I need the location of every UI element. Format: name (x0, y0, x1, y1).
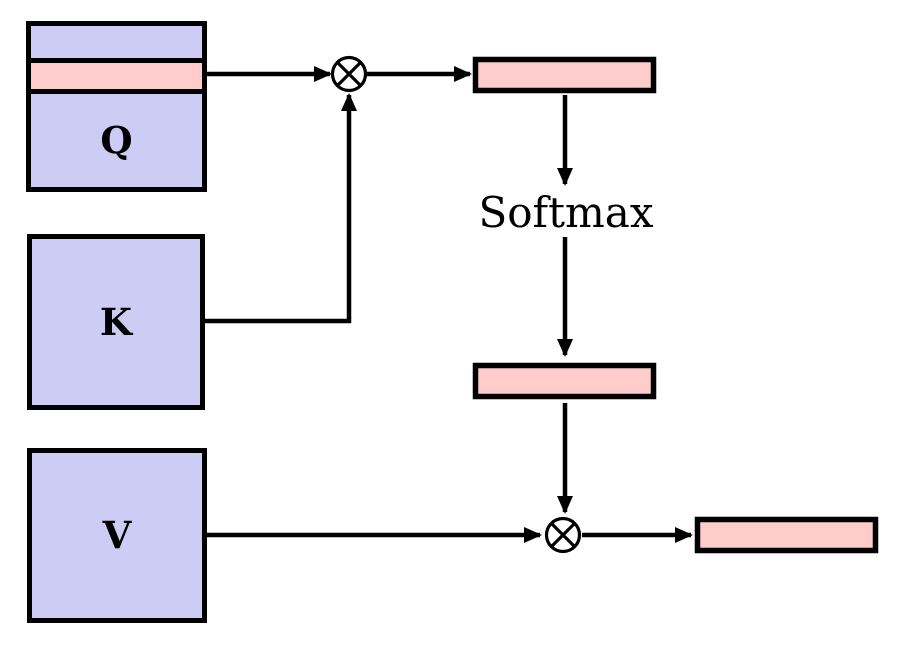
q-matrix: Q (26, 21, 207, 192)
v-matrix: V (27, 448, 207, 623)
q-matrix-box (26, 21, 207, 192)
k-matrix: K (27, 234, 205, 410)
multiply-op-1 (330, 55, 368, 93)
q-matrix-label: Q (100, 118, 132, 162)
scores-vector-bar (472, 56, 657, 94)
q-row-highlight (26, 58, 207, 94)
arrow-k-to-multiply1 (205, 93, 357, 324)
weights-vector-bar (472, 362, 657, 400)
k-matrix-box (27, 234, 205, 410)
v-matrix-label: V (102, 513, 133, 557)
circled-times-cross-stroke (550, 522, 576, 548)
softmax-label: Softmax (478, 188, 653, 237)
v-matrix-box (27, 448, 207, 623)
circled-times-cross-stroke (336, 61, 362, 87)
output-vector-bar (694, 516, 879, 554)
k-matrix-label: K (100, 300, 134, 344)
multiply-op-2 (544, 516, 582, 554)
